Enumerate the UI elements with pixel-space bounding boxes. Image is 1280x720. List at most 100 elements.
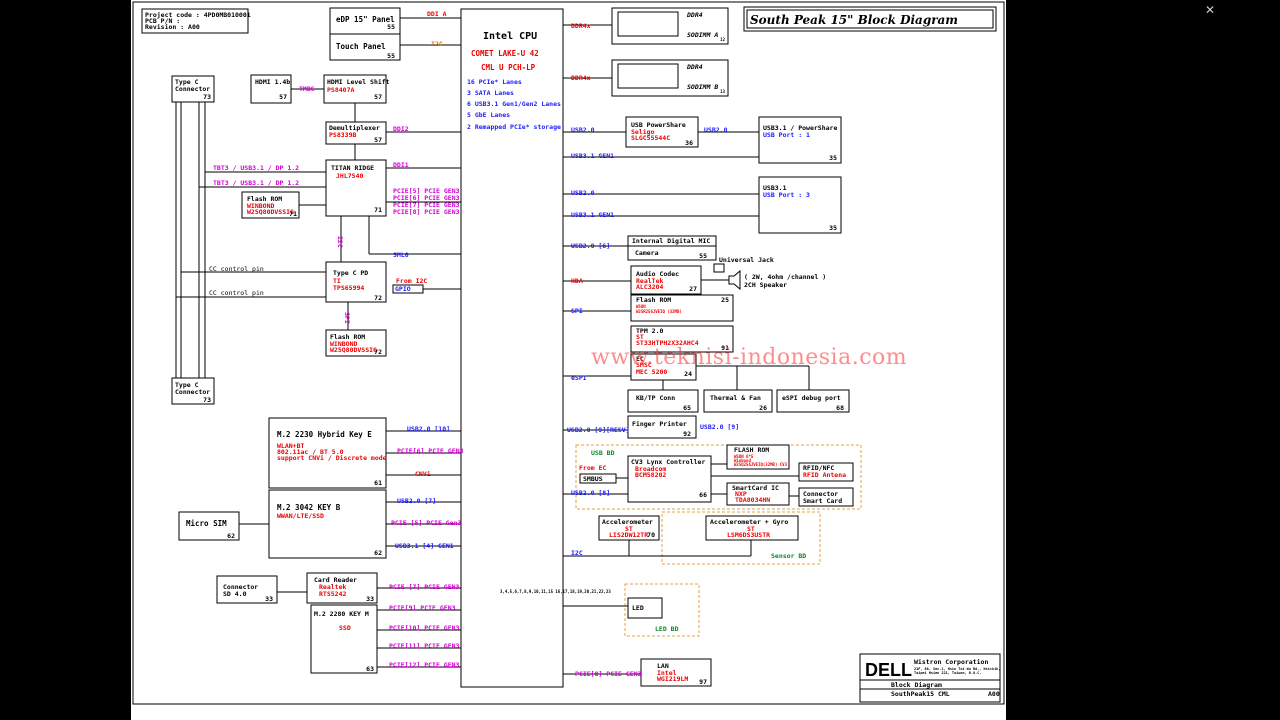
usb31ps-port: USB Port : 1 (763, 131, 810, 139)
sig-i2c: I2C (431, 40, 443, 48)
usbps-part2: SLGC55544C (631, 134, 670, 142)
close-icon[interactable]: ✕ (1204, 3, 1216, 17)
led-block (627, 597, 663, 619)
smartconn-name2: Smart Card (803, 497, 842, 505)
flash4-block (726, 444, 790, 470)
cpu-lane-1: 3 SATA Lanes (467, 89, 514, 97)
m2m-desc: SSD (339, 624, 351, 632)
sig-pcie11: PCIE[11] PCIE GEN3 (389, 642, 460, 650)
flash4-part3: W25Q256JVEIQ(32MB) CV3 (734, 462, 788, 467)
sig-pcie10: PCIE[10] PCIE GEN3 (389, 624, 460, 632)
flash3-page: 25 (721, 296, 729, 304)
camera-page: 55 (699, 252, 707, 260)
cpu-lane-4: 2 Remapped PCIe* storage (467, 123, 561, 131)
usb31-name: USB3.1 (763, 184, 787, 192)
ddr-a-page: 12 (720, 37, 725, 42)
typec1-name2: Connector (175, 85, 210, 93)
typecpd-part1: TI (333, 277, 341, 285)
usb31ps-name: USB3.1 / PowerShare (763, 124, 837, 132)
edp-name: eDP 15" Panel (336, 15, 395, 24)
company-name: Wistron Corporation (914, 658, 988, 666)
sdconn-block (216, 575, 278, 604)
audio-part2: ALC3204 (636, 283, 663, 291)
tpm-name: TPM 2.0 (636, 327, 663, 335)
sig-pcie-tr-3: PCIE[8] PCIE GEN3 (393, 208, 460, 216)
flash1-part2: W25Q80DVSSIG (247, 208, 294, 216)
demux-page: 57 (374, 136, 382, 144)
sig-cc1: CC control pin (209, 265, 264, 273)
typecpd-name: Type C PD (333, 269, 368, 277)
sig-ddi2: DDI2 (393, 125, 409, 133)
sig-from-i2c: From I2C (396, 277, 427, 285)
sig-pcie9: PCIE[9] PCIE GEN3 (389, 604, 456, 612)
hdmi-block (250, 74, 292, 104)
m2m-page: 63 (366, 665, 374, 673)
sig-ddr4x-a: DDR4x (571, 22, 591, 30)
demux-part: PS8339B (329, 131, 356, 139)
typec2-page: 73 (203, 396, 211, 404)
rfid-name: RFID/NFC (803, 464, 834, 472)
usb31ps-page: 35 (829, 154, 837, 162)
m2b-block (268, 489, 387, 559)
sdconn-page: 33 (265, 595, 273, 603)
sig-pcie5: PCIE [5] PCIE Gen3 (391, 519, 462, 527)
flash2-part2: W25Q80DVSSIG (330, 346, 377, 354)
sig-cnvi: CNVi (415, 470, 431, 478)
sig-usb20b: USB2.0 (704, 126, 728, 134)
sig-smbus: SMBUS (583, 475, 603, 483)
flash4-part2: Winbond (734, 458, 751, 463)
sig-from-ec: From EC (579, 464, 606, 472)
flash3-block (630, 294, 734, 322)
sig-pcie-tr-0: PCIE[5] PCIE GEN3 (393, 187, 460, 195)
smartconn-name: Connector (803, 490, 838, 498)
m2e-desc3: support CNVi / Discrete mode (277, 454, 387, 462)
cpu-title: Intel CPU (483, 31, 537, 42)
audio-page: 27 (689, 285, 697, 293)
flash2-block (325, 329, 387, 357)
usb31-page: 35 (829, 224, 837, 232)
sig-spi2: SPI (571, 307, 583, 315)
sig-cc2: CC control pin (209, 289, 264, 297)
sig-usb20a: USB2.0 (571, 126, 595, 134)
cpu-line1: COMET LAKE-U 42 (471, 49, 539, 58)
usb-bd-region (575, 444, 862, 510)
pcb-pn: PCB P/N : (145, 17, 180, 25)
cardreader-part1: Realtek (319, 583, 346, 591)
m2b-name: M.2 3042 KEY B (277, 503, 341, 512)
cpu-lane-0: 16 PCIe* Lanes (467, 78, 522, 86)
typecpd-part2: TPS65994 (333, 284, 364, 292)
flash1-name: Flash ROM (247, 195, 282, 203)
accel-name: Accelerometer (602, 518, 653, 526)
ddr-b-name: DDR4 (686, 63, 703, 71)
ddr-a-chips (617, 11, 679, 37)
tpm-page: 91 (721, 344, 729, 352)
audio-name: Audio Codec (636, 270, 679, 278)
sig-pcie7: PCIE [7] PCIE GEN3 (389, 583, 460, 591)
watermark: www.teknisi-indonesia.com (591, 345, 908, 370)
sig-ddr4x-b: DDR4x (571, 74, 591, 82)
cardreader-name: Card Reader (314, 576, 357, 584)
finger-name: Finger Printer (632, 420, 687, 428)
project-header (141, 8, 249, 34)
espi-debug-block (776, 389, 850, 413)
jack-icon (713, 263, 725, 273)
sig-usb20-9b: USB2.0 [9] (700, 423, 739, 431)
doc-rev: A00 (988, 690, 1000, 698)
gyro-part2: LSM6DS3USTR (727, 531, 770, 539)
sig-gpio: GPIO (395, 285, 411, 293)
accel-page: 70 (647, 531, 655, 539)
dell-logo: DELL (865, 660, 912, 680)
camera-block (627, 245, 717, 261)
typec1-block (171, 75, 215, 103)
audio-part1: RealTek (636, 277, 663, 285)
flash4-name: FLASH ROM (734, 446, 769, 454)
sig-tbt1: TBT3 / USB3.1 / DP 1.2 (213, 164, 299, 172)
cpu-line2: CML U PCH-LP (481, 63, 536, 72)
sig-pcie12: PCIE[12] PCIE GEN3 (389, 661, 460, 669)
microsim-block (178, 511, 240, 541)
titan-part: JHL7540 (336, 172, 363, 180)
tpm-part2: ST33HTPH2X32AHC4 (636, 339, 699, 347)
speaker-name2: 2CH Speaker (744, 281, 787, 289)
smartic-part1: NXP (735, 490, 747, 498)
sig-tmds: TMDS (299, 85, 315, 93)
